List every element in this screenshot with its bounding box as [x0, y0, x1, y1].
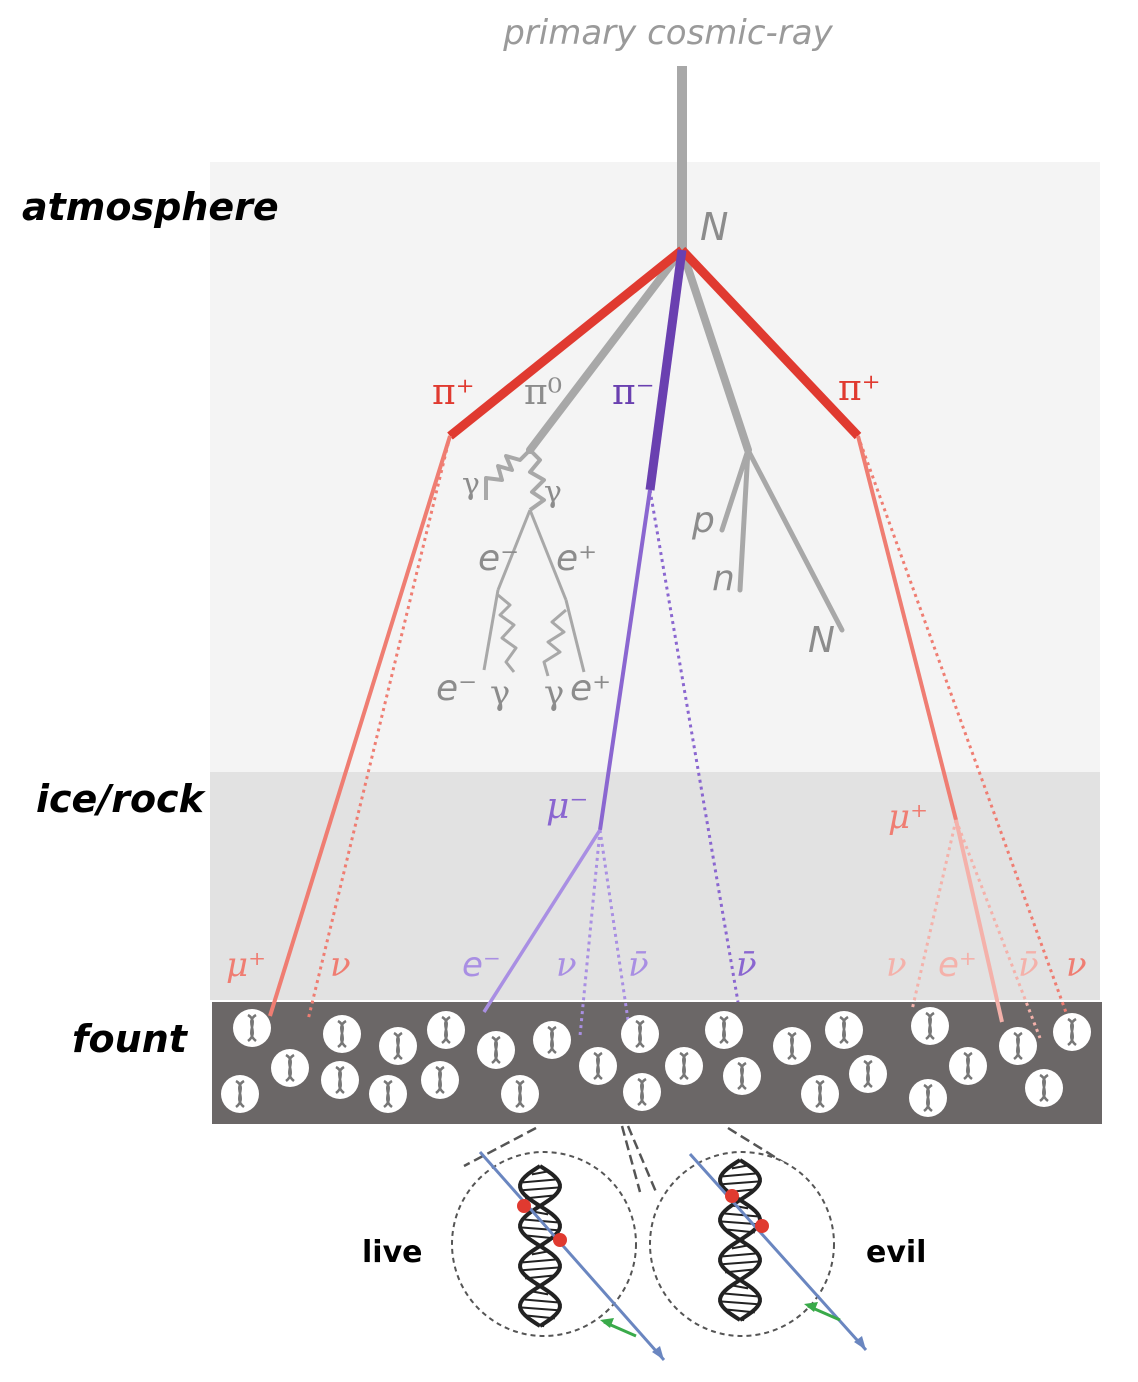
pi-plus-right-branch — [678, 246, 1070, 1039]
cell-icon — [501, 1075, 539, 1113]
n-label: n — [712, 558, 735, 599]
e-plus-3-label: e⁺ — [938, 945, 977, 985]
cells-group — [221, 1007, 1091, 1117]
nu-left-label: ν — [330, 945, 351, 985]
cell-icon — [1053, 1013, 1091, 1051]
nu-right2-label: ν — [1066, 945, 1087, 985]
e-plus-2-label: e⁺ — [570, 668, 611, 709]
gamma-3-label: γ — [490, 673, 510, 713]
cell-icon — [999, 1027, 1037, 1065]
cell-icon — [773, 1027, 811, 1065]
cell-icon — [271, 1049, 309, 1087]
evil-label: evil — [866, 1235, 926, 1270]
cell-icon — [801, 1075, 839, 1113]
pi-plus-left-branch — [268, 246, 685, 1021]
cell-icon — [621, 1015, 659, 1053]
N-bottom-label: N — [808, 620, 835, 661]
cell-icon — [233, 1009, 271, 1047]
cell-icon — [909, 1079, 947, 1117]
neutral-branches — [526, 246, 845, 633]
cell-icon — [221, 1075, 259, 1113]
ice-rock-label: ice/rock — [36, 777, 207, 821]
N-top-label: N — [700, 205, 728, 249]
pi-plus-left-label: π⁺ — [432, 372, 475, 413]
gamma-4-label: γ — [544, 673, 564, 713]
cell-icon — [477, 1031, 515, 1069]
p-label: p — [691, 500, 715, 541]
cell-icon — [623, 1073, 661, 1111]
cell-icon — [321, 1061, 359, 1099]
dna-helix-icon — [718, 1158, 762, 1322]
cell-icon — [1025, 1069, 1063, 1107]
nu-right1-label: ν — [886, 945, 907, 985]
cell-icon — [723, 1057, 761, 1095]
cell-icon — [369, 1075, 407, 1113]
cell-icon — [533, 1021, 571, 1059]
nubar-mid-label: ν̄ — [628, 945, 649, 985]
mu-plus-left-label: μ⁺ — [226, 945, 266, 985]
dna-zoom-live — [451, 1151, 666, 1361]
cell-icon — [323, 1015, 361, 1053]
cell-icon — [421, 1061, 459, 1099]
cell-icon — [427, 1011, 465, 1049]
live-label: live — [362, 1235, 422, 1270]
gamma-2-label: γ — [544, 475, 562, 510]
e-minus-3-label: e⁻ — [462, 945, 501, 985]
mu-plus-right-label: μ⁺ — [888, 797, 928, 837]
pi-minus-label: π⁻ — [612, 372, 655, 413]
e-minus-1-label: e⁻ — [478, 538, 519, 579]
cell-icon — [579, 1047, 617, 1085]
pi-zero-label: π⁰ — [524, 372, 562, 413]
cell-icon — [825, 1011, 863, 1049]
dna-zoom-evil — [649, 1151, 868, 1352]
zoom-connectors — [463, 1125, 787, 1193]
cell-icon — [911, 1007, 949, 1045]
gamma-1-label: γ — [462, 467, 480, 502]
cell-icon — [379, 1027, 417, 1065]
cell-icon — [849, 1055, 887, 1093]
atmosphere-label: atmosphere — [22, 185, 279, 229]
nubar-right-label: ν̄ — [1018, 945, 1039, 985]
cell-icon — [665, 1047, 703, 1085]
e-minus-2-label: e⁻ — [436, 668, 477, 709]
primary-cosmic-ray-label: primary cosmic-ray — [502, 13, 833, 53]
pi-minus-branch — [482, 249, 740, 1037]
cell-icon — [949, 1047, 987, 1085]
em-cascade — [482, 448, 586, 677]
mu-minus-label: μ⁻ — [546, 786, 588, 827]
cell-icon — [705, 1011, 743, 1049]
nu-mid-label: ν — [556, 945, 577, 985]
e-plus-1-label: e⁺ — [556, 538, 597, 579]
pi-plus-right-label: π⁺ — [838, 368, 881, 409]
dna-helix-icon — [518, 1164, 562, 1328]
nubar-center-label: ν̄ — [736, 945, 757, 985]
fount-label: fount — [72, 1017, 189, 1061]
